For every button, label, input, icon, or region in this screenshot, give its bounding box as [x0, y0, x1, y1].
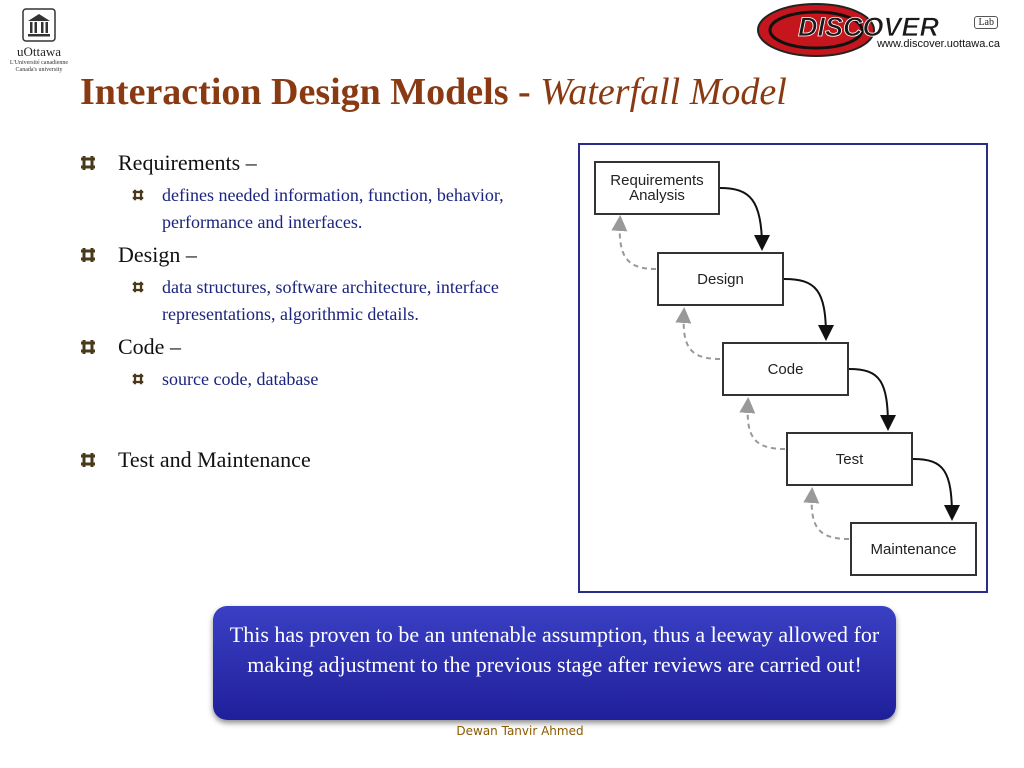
university-building-icon — [22, 8, 56, 42]
sub-bullet-design: data structures, software architecture, … — [80, 274, 540, 328]
bullet-icon — [81, 340, 95, 354]
bullet-requirements: Requirements – — [80, 150, 540, 176]
stage-design: Design — [657, 252, 784, 306]
bullet-design: Design – — [80, 242, 540, 268]
discover-logo-graphic: DISCOVER — [757, 3, 940, 57]
logo-lab-badge: Lab — [974, 16, 998, 29]
slide-title: Interaction Design Models - Waterfall Mo… — [80, 70, 980, 114]
bullet-icon — [81, 156, 95, 170]
bullet-list: Requirements – defines needed informatio… — [80, 150, 540, 479]
bullet-icon — [81, 248, 95, 262]
discover-brand-text: DISCOVER — [798, 12, 940, 42]
callout-note: This has proven to be an untenable assum… — [213, 606, 896, 720]
bullet-label: Test and Maintenance — [118, 447, 311, 472]
bullet-label: Code – — [118, 334, 181, 359]
title-italic: Waterfall Model — [540, 71, 787, 113]
sub-bullet-icon — [132, 281, 144, 293]
logo-left-name: uOttawa — [16, 44, 62, 59]
bullet-label: Requirements – — [118, 150, 257, 175]
logo-left-sub2: Canada's university — [15, 67, 63, 73]
waterfall-arrows — [611, 187, 960, 540]
feedback-arrow — [611, 215, 657, 270]
footer-author: Dewan Tanvir Ahmed — [456, 724, 584, 738]
title-main: Interaction Design Models - — [80, 71, 541, 113]
discover-lab-logo: DISCOVER Lab www.discover.uottawa.ca — [756, 2, 1006, 58]
spacer — [80, 399, 540, 447]
feedback-arrow — [803, 487, 850, 540]
stage-code: Code — [722, 342, 849, 396]
stage-requirements-analysis: Requirements Analysis — [594, 161, 720, 215]
logo-url: www.discover.uottawa.ca — [877, 38, 1000, 50]
stage-test: Test — [786, 432, 913, 486]
bullet-code: Code – — [80, 334, 540, 360]
bullet-icon — [81, 453, 95, 467]
forward-arrow — [783, 278, 834, 341]
forward-arrow — [719, 187, 770, 251]
uottawa-logo: uOttawa L'Université canadienne Canada's… — [8, 8, 70, 74]
sub-bullet-text: defines needed information, function, be… — [162, 185, 504, 232]
feedback-arrow — [739, 397, 786, 450]
sub-bullet-code: source code, database — [80, 366, 540, 393]
sub-bullet-text: source code, database — [162, 369, 319, 389]
waterfall-diagram: Requirements Analysis Design Code Test M… — [578, 143, 988, 593]
stage-maintenance: Maintenance — [850, 522, 977, 576]
logo-left-sub1: L'Université canadienne — [9, 60, 69, 66]
sub-bullet-icon — [132, 189, 144, 201]
sub-bullet-requirements: defines needed information, function, be… — [80, 182, 540, 236]
sub-bullet-text: data structures, software architecture, … — [162, 277, 499, 324]
feedback-arrow — [675, 307, 721, 360]
forward-arrow — [912, 458, 960, 521]
bullet-label: Design – — [118, 242, 197, 267]
bullet-test-maintenance: Test and Maintenance — [80, 447, 540, 473]
sub-bullet-icon — [132, 373, 144, 385]
forward-arrow — [848, 368, 896, 431]
